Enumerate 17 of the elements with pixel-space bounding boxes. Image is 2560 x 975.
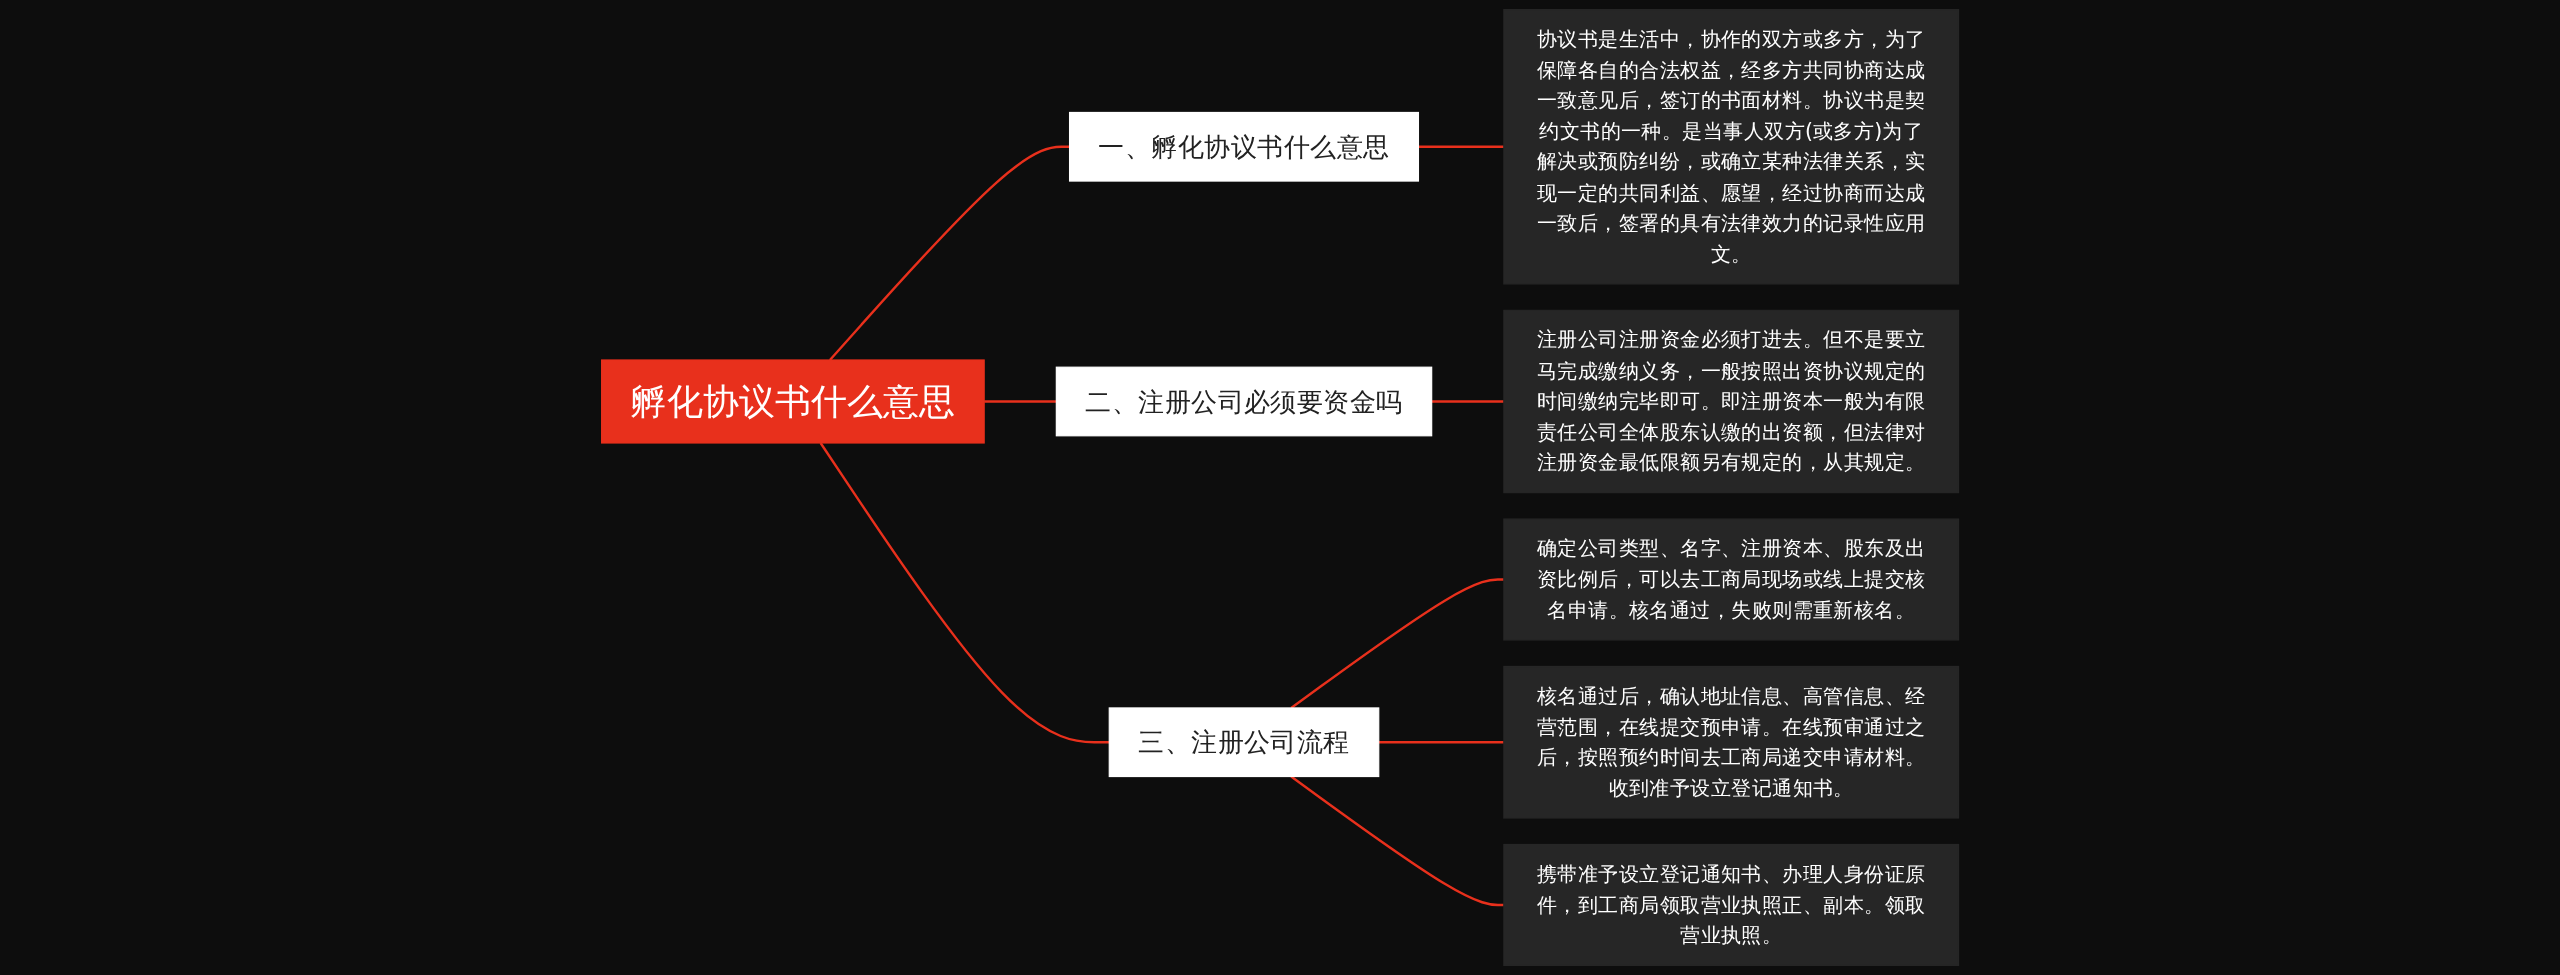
node-box: 三、注册公司流程 (1108, 707, 1380, 778)
node-box: 孵化协议书什么意思 (600, 359, 985, 444)
connector (1290, 578, 1504, 709)
node-box: 携带准予设立登记通知书、办理人身份证原件，到工商局领取营业执照正、副本。领取营业执照。 (1503, 843, 1960, 966)
connector (1378, 741, 1504, 744)
connector (1290, 775, 1504, 907)
connector (984, 400, 1057, 403)
connector (828, 145, 1070, 361)
node-box: 二、注册公司必须要资金吗 (1055, 366, 1433, 437)
node-box: 核名通过后，确认地址信息、高管信息、经营范围，在线提交预申请。在线预审通过之后，按照预约时间去工商局递交申请材料。收到准予设立登记通知书。 (1503, 665, 1960, 819)
node-box: 一、孵化协议书什么意思 (1068, 111, 1419, 182)
node-box: 确定公司类型、名字、注册资本、股东及出资比例后，可以去工商局现场或线上提交核名申请。核名通过，失败则需重新核名。 (1503, 518, 1960, 641)
connector (1431, 400, 1504, 403)
connector (1418, 145, 1504, 148)
connector (819, 442, 1110, 744)
node-box: 注册公司注册资金必须打进去。但不是要立马完成缴纳义务，一般按照出资协议规定的时间缴纳完毕即可。即注册资本一般为有限责任公司全体股东认缴的出资额，但法律对注册资金最低限额另有规定的，从其规定。 (1503, 309, 1960, 494)
node-box: 协议书是生活中，协作的双方或多方，为了保障各自的合法权益，经多方共同协商达成一致意见后，签订的书面材料。协议书是契约文书的一种。是当事人双方(或多方)为了解决或预防纠纷，或确立某种法律关系，实现一定的共同利益、愿望，经过协商而达成一致后，签署的具有法律效力的记录性应用文。 (1503, 9, 1960, 285)
